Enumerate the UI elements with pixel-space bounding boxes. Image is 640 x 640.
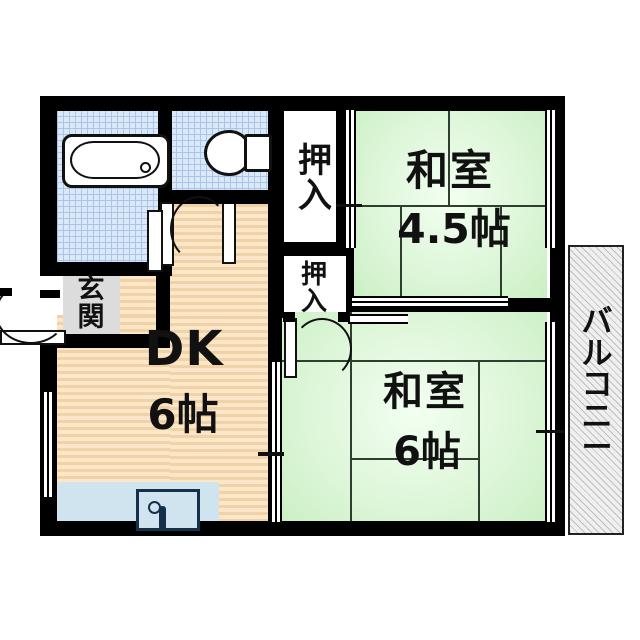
tatami-seam xyxy=(282,360,547,362)
balcony-char-5: ー xyxy=(581,430,613,467)
tatami-seam xyxy=(350,458,478,460)
toilet-door-leaf[interactable] xyxy=(222,202,236,264)
genkan-label: 玄 関 xyxy=(66,276,116,332)
genkan-door-swing-arc xyxy=(0,282,67,344)
tatami-seam xyxy=(448,110,450,206)
washitsu-6-size: 6帖 xyxy=(393,429,461,475)
closet-lower-floor xyxy=(284,256,346,312)
genkan-door-jamb-left xyxy=(0,288,12,296)
fusuma-closet-lower[interactable] xyxy=(348,314,408,324)
balcony-area xyxy=(568,245,624,535)
window-mullion xyxy=(47,392,49,497)
wall-genkan-right xyxy=(156,262,170,348)
closet-upper-floor xyxy=(284,110,346,248)
closet-lower-char2: 入 xyxy=(300,287,327,317)
washitsu-45-size: 4.5帖 xyxy=(397,204,511,253)
genkan-label-char2: 関 xyxy=(77,302,105,333)
dimension-tick xyxy=(336,204,362,207)
dimension-tick xyxy=(258,454,284,456)
balcony-label: バ ル コ ニ ー xyxy=(578,286,616,486)
washroom-panel-edge xyxy=(147,210,163,272)
tatami-seam xyxy=(478,360,480,534)
closet-lower-label: 押 入 xyxy=(292,258,336,320)
dk-label: DK xyxy=(144,321,224,377)
wall-genkan-bottom xyxy=(40,334,170,348)
genkan-label-char1: 玄 xyxy=(77,274,105,306)
wall-closet-divider xyxy=(268,242,348,256)
genkan-floor xyxy=(63,272,120,334)
tatami-seam xyxy=(350,360,352,534)
dimension-tick xyxy=(258,452,284,455)
balcony-char-2: ル xyxy=(581,335,613,372)
balcony-char-1: バ xyxy=(581,303,613,340)
fusuma-mullion xyxy=(349,110,351,248)
closet-upper-char2: 入 xyxy=(298,176,332,216)
tatami-seam xyxy=(500,205,502,302)
kitchen-faucet xyxy=(159,506,166,530)
closet-upper-char1: 押 xyxy=(298,141,332,182)
wall-closet-right xyxy=(336,96,346,248)
tatami-seam xyxy=(352,205,502,207)
exterior-wall-bottom xyxy=(40,521,565,536)
closet-upper-label: 押 入 xyxy=(290,140,340,218)
toilet-door-jamb xyxy=(222,192,236,204)
wall-closet-lower-left xyxy=(268,256,284,318)
balcony-char-3: コ xyxy=(581,367,613,404)
tatami-seam xyxy=(400,205,402,302)
kitchen-sink-basin xyxy=(136,489,200,531)
wall-closet-left xyxy=(268,96,284,256)
balcony-char-4: ニ xyxy=(581,398,613,435)
dk-size: 6帖 xyxy=(147,390,219,439)
washroom-door-swing-arc xyxy=(170,196,228,262)
tatami-seam xyxy=(350,312,352,360)
washitsu-6-label: 和室 xyxy=(383,369,467,415)
window-mullion xyxy=(550,110,552,248)
washitsu6-door-swing-arc xyxy=(292,318,352,380)
washitsu6-door-jamb2 xyxy=(338,312,350,322)
washitsu-45-label: 和室 xyxy=(405,146,494,195)
window-mullion xyxy=(550,322,552,522)
bathtub-inner xyxy=(70,141,160,179)
exterior-wall-top xyxy=(40,96,565,111)
wall-genkan-top xyxy=(40,262,170,276)
toilet-tank xyxy=(244,134,272,172)
washitsu6-door-jamb xyxy=(283,312,295,322)
dimension-tick xyxy=(536,430,564,433)
exterior-wall-left xyxy=(40,96,57,276)
tatami-seam xyxy=(500,205,547,207)
fusuma-mullion xyxy=(275,362,277,522)
bathtub-drain xyxy=(140,162,151,173)
washroom-door-jamb xyxy=(172,192,184,204)
closet-lower-char1: 押 xyxy=(300,260,327,291)
fusuma-mullion xyxy=(352,301,508,303)
